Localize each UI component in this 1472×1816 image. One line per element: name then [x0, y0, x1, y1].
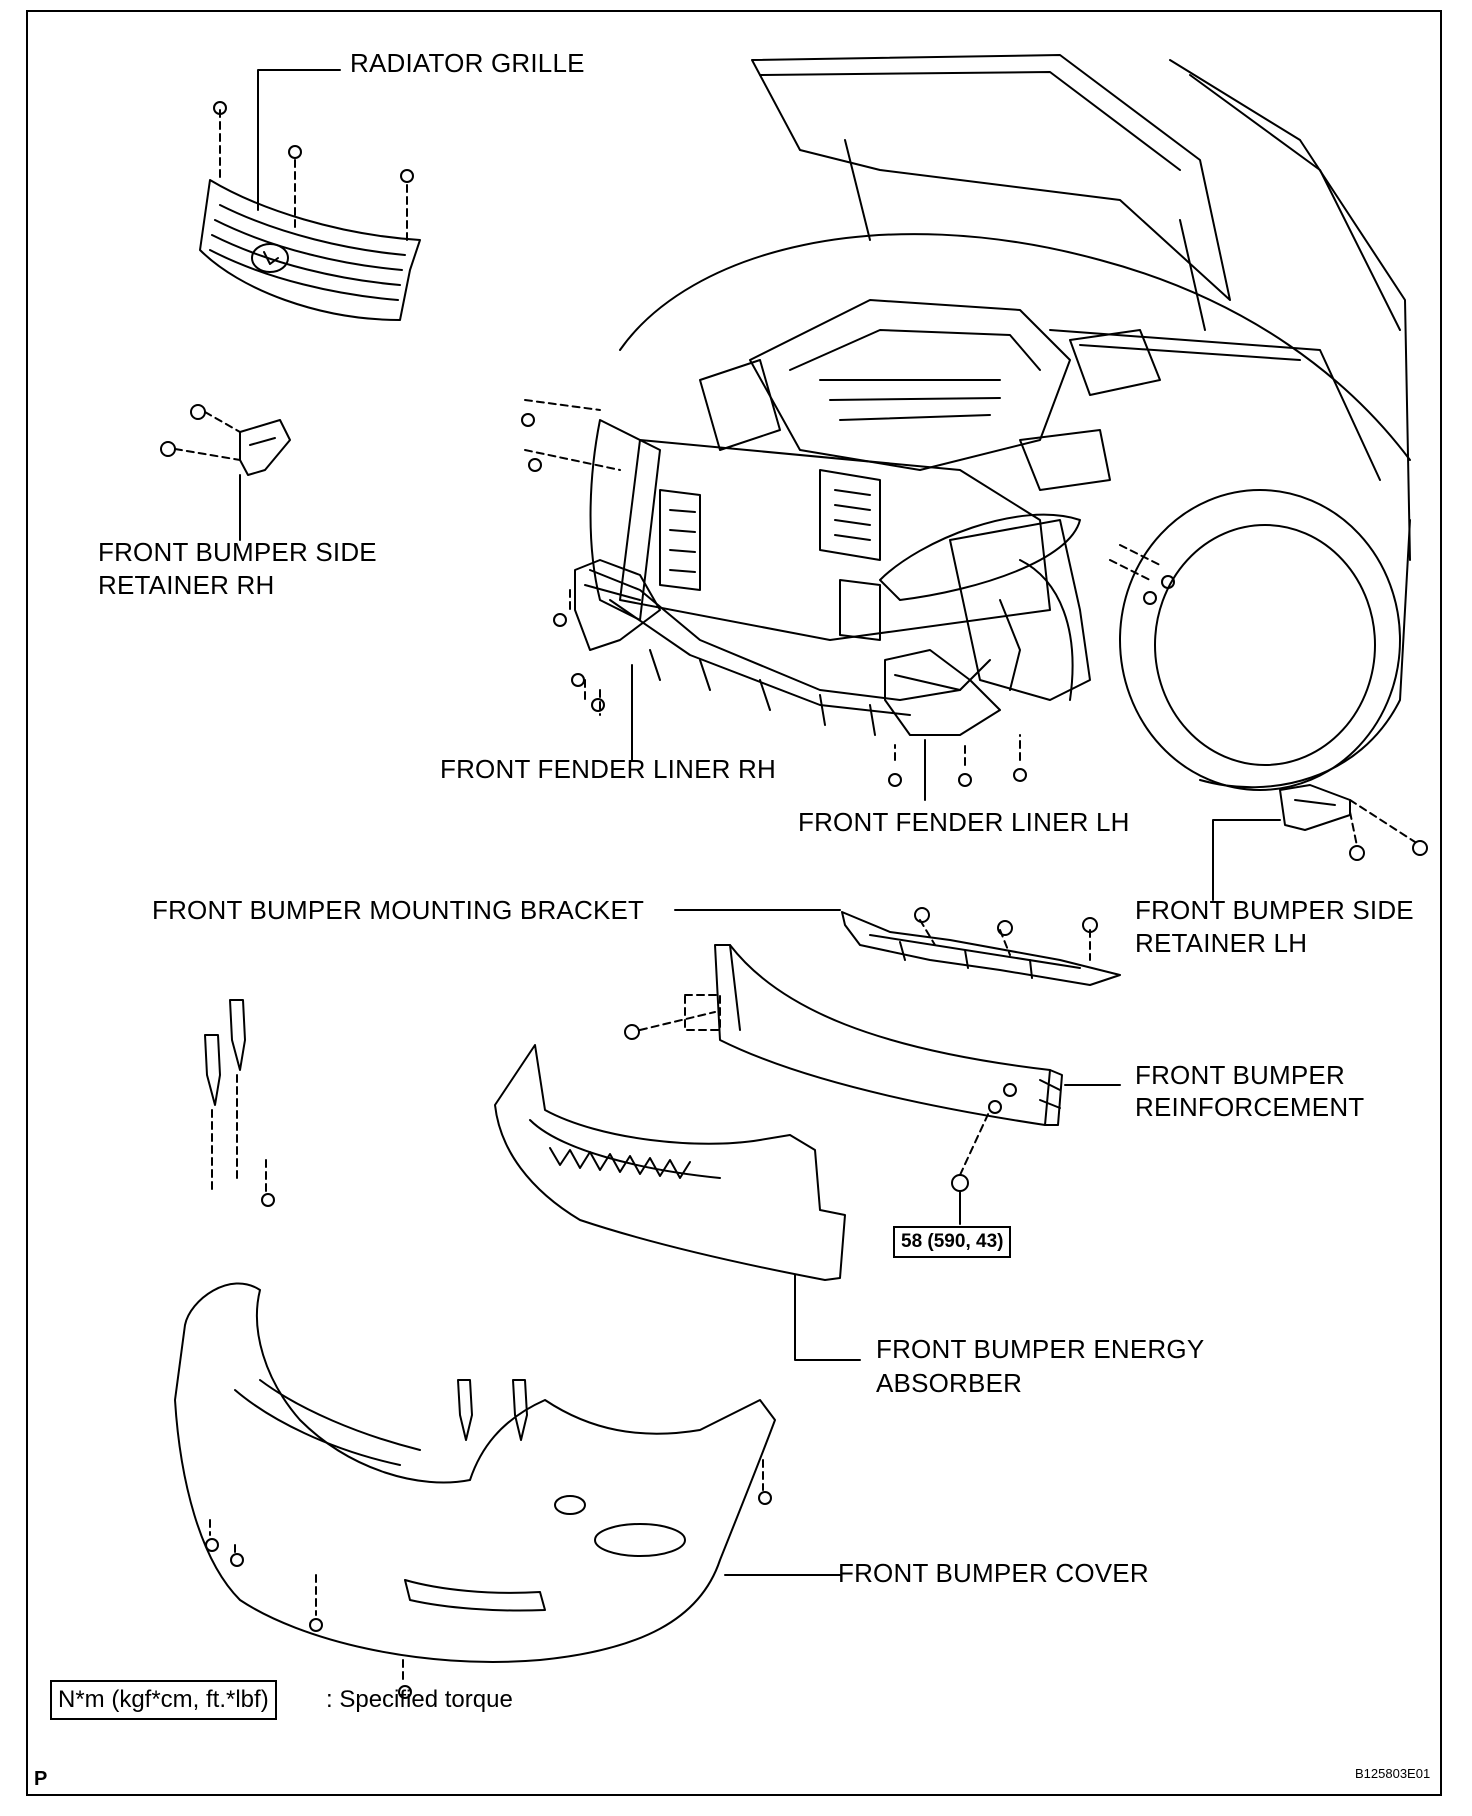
- energy-absorber-part: [494, 1044, 861, 1361]
- legend-unit-box: N*m (kgf*cm, ft.*lbf): [50, 1680, 277, 1720]
- label-bumper-cover: FRONT BUMPER COVER: [838, 1558, 1149, 1588]
- radiator-grille-part: [199, 69, 421, 321]
- label-fender-liner-rh: FRONT FENDER LINER RH: [440, 754, 776, 784]
- diagram-frame: [26, 10, 1442, 1796]
- label-energy-absorber-line2: ABSORBER: [876, 1368, 1023, 1398]
- label-reinforcement-line1: FRONT BUMPER: [1135, 1060, 1345, 1090]
- side-retainer-lh-part: [1212, 784, 1428, 901]
- label-radiator-grille: RADIATOR GRILLE: [350, 48, 585, 78]
- corner-letter: P: [34, 1768, 48, 1790]
- label-reinforcement-line2: REINFORCEMENT: [1135, 1092, 1365, 1122]
- figure-id: B125803E01: [1355, 1766, 1431, 1781]
- label-side-retainer-lh-line1: FRONT BUMPER SIDE: [1135, 895, 1414, 925]
- label-side-retainer-lh-line2: RETAINER LH: [1135, 928, 1308, 958]
- bumper-cover-part: [174, 999, 841, 1699]
- mounting-bracket-part: [674, 907, 1121, 986]
- label-side-retainer-rh-line1: FRONT BUMPER SIDE: [98, 537, 377, 567]
- bumper-reinforcement-part: [624, 944, 1121, 1225]
- label-mounting-bracket: FRONT BUMPER MOUNTING BRACKET: [152, 895, 645, 925]
- torque-value-box: 58 (590, 43): [893, 1226, 1012, 1258]
- label-fender-liner-lh: FRONT FENDER LINER LH: [798, 807, 1130, 837]
- label-side-retainer-rh-line2: RETAINER RH: [98, 570, 275, 600]
- legend-description: : Specified torque: [326, 1686, 513, 1713]
- label-energy-absorber-line1: FRONT BUMPER ENERGY: [876, 1334, 1205, 1364]
- side-retainer-rh-part: [160, 404, 291, 541]
- vehicle-fastener-group: [521, 413, 1175, 787]
- vehicle-body-illustration: [524, 54, 1411, 791]
